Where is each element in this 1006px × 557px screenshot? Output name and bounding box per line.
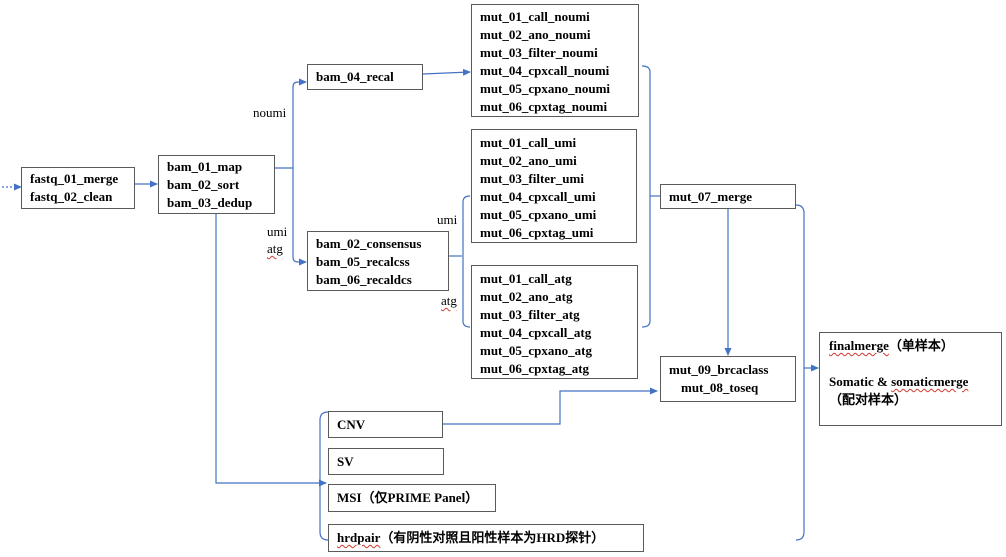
- bam-consensus-step: bam_05_recalcss: [316, 254, 410, 269]
- bam-box[interactable]: bam_01_map bam_02_sort bam_03_dedup: [158, 155, 275, 214]
- atg-label-left: atg: [267, 241, 283, 256]
- bam-recal-step: bam_04_recal: [316, 69, 394, 84]
- mut-atg-box[interactable]: mut_01_call_atg mut_02_ano_atg mut_03_fi…: [471, 265, 638, 379]
- mut-noumi-step: mut_04_cpxcall_noumi: [480, 63, 610, 78]
- noumi-label: noumi: [253, 105, 287, 120]
- mut-atg-step: mut_03_filter_atg: [480, 307, 580, 322]
- mut-atg-step: mut_05_cpxano_atg: [480, 343, 592, 358]
- mut-umi-step: mut_03_filter_umi: [480, 171, 584, 186]
- mut-umi-step: mut_06_cpxtag_umi: [480, 225, 594, 240]
- final-somatic: Somatic & somaticmerge: [829, 373, 1001, 391]
- mut-umi-box[interactable]: mut_01_call_umi mut_02_ano_umi mut_03_fi…: [471, 129, 637, 243]
- mut-brca-step: mut_08_toseq: [681, 380, 759, 395]
- fastq-box[interactable]: fastq_01_merge fastq_02_clean: [21, 167, 135, 209]
- atg-label-right: atg: [441, 293, 457, 308]
- recal-to-noumi-arrow: [422, 68, 471, 76]
- fastq-step: fastq_02_clean: [30, 189, 113, 204]
- sv-label: SV: [337, 454, 354, 469]
- final-bracket: [795, 204, 805, 541]
- mut-brca-step: mut_09_brcaclass: [669, 362, 769, 377]
- mut-groups-bracket: [641, 65, 651, 328]
- bam-step: bam_03_dedup: [167, 195, 253, 210]
- final-spacer: [829, 355, 1001, 373]
- noumi-umi-bracket: [292, 81, 299, 263]
- finalmerge-name: finalmerge: [829, 338, 889, 353]
- fastq-step: fastq_01_merge: [30, 171, 119, 186]
- somaticmerge-name: somaticmerge: [891, 374, 969, 389]
- hrd-note: （有阴性对照且阳性样本为HRD探针）: [380, 530, 605, 545]
- bam-recal-box[interactable]: bam_04_recal: [307, 64, 423, 90]
- bam-consensus-step: bam_02_consensus: [316, 236, 422, 251]
- mut-merge-box[interactable]: mut_07_merge: [660, 184, 796, 209]
- final-single: finalmerge（单样本）: [829, 337, 1001, 355]
- cnv-label: CNV: [337, 417, 366, 432]
- mut-noumi-step: mut_06_cpxtag_noumi: [480, 99, 608, 114]
- mut-merge-step: mut_07_merge: [669, 189, 753, 204]
- hrd-name: hrdpair: [337, 530, 381, 545]
- mut-atg-step: mut_06_cpxtag_atg: [480, 361, 590, 376]
- somatic-amp: &: [873, 374, 892, 389]
- mut-atg-step: mut_01_call_atg: [480, 271, 572, 286]
- bam-consensus-box[interactable]: bam_02_consensus bam_05_recalcss bam_06_…: [307, 231, 449, 291]
- mut-umi-step: mut_04_cpxcall_umi: [480, 189, 596, 204]
- final-box[interactable]: finalmerge（单样本） Somatic & somaticmerge （…: [819, 332, 1002, 426]
- mut-umi-step: mut_05_cpxano_umi: [480, 207, 597, 222]
- umi-atg-bracket: [462, 195, 471, 328]
- mut-atg-step: mut_02_ano_atg: [480, 289, 573, 304]
- somatic-name: Somatic: [829, 374, 874, 389]
- mut-noumi-step: mut_02_ano_noumi: [480, 27, 591, 42]
- hrd-box[interactable]: hrdpair（有阴性对照且阳性样本为HRD探针）: [328, 524, 644, 552]
- msi-box[interactable]: MSI（仅PRIME Panel）: [328, 484, 496, 512]
- finalmerge-note: （单样本）: [888, 338, 954, 353]
- cnv-to-brca-arrow: [443, 387, 658, 425]
- umi-label-left: umi: [267, 224, 288, 239]
- mut-noumi-box[interactable]: mut_01_call_noumi mut_02_ano_noumi mut_0…: [471, 4, 639, 117]
- cnv-hrd-bracket: [319, 411, 329, 541]
- hrd-label: hrdpair（有阴性对照且阳性样本为HRD探针）: [337, 529, 643, 547]
- final-paired-note: （配对样本）: [829, 392, 908, 407]
- msi-label: MSI（仅PRIME Panel）: [337, 490, 479, 505]
- mut-atg-step: mut_04_cpxcall_atg: [480, 325, 592, 340]
- sv-box[interactable]: SV: [328, 448, 444, 475]
- mut-brca-box[interactable]: mut_09_brcaclass mut_08_toseq: [660, 356, 796, 402]
- mut-noumi-step: mut_01_call_noumi: [480, 9, 590, 24]
- cnv-box[interactable]: CNV: [328, 411, 443, 438]
- umi-label-right: umi: [437, 212, 458, 227]
- bam-step: bam_01_map: [167, 159, 243, 174]
- bam-consensus-step: bam_06_recaldcs: [316, 272, 412, 287]
- bam-to-cnv-sv-arrow: [215, 214, 327, 487]
- mut-umi-step: mut_01_call_umi: [480, 135, 577, 150]
- bam-step: bam_02_sort: [167, 177, 240, 192]
- mut-umi-step: mut_02_ano_umi: [480, 153, 577, 168]
- mut-noumi-step: mut_05_cpxano_noumi: [480, 81, 611, 96]
- mut-noumi-step: mut_03_filter_noumi: [480, 45, 598, 60]
